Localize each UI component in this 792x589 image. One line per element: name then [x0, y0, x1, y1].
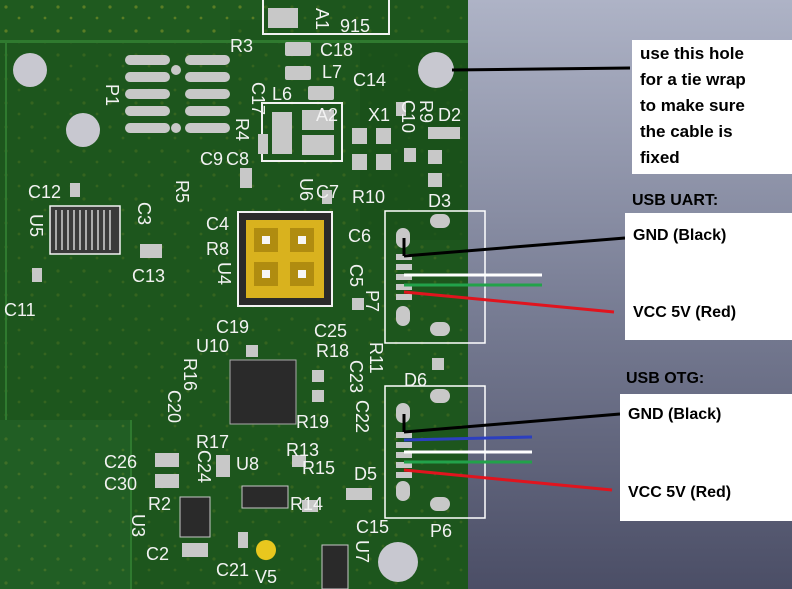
- label-u5: U5: [26, 214, 46, 237]
- label-c15: C15: [356, 517, 389, 537]
- otg-gnd-label: GND (Black): [628, 406, 722, 423]
- label-c20: C20: [164, 390, 184, 423]
- label-u6: U6: [296, 178, 316, 201]
- label-p7: P7: [362, 290, 382, 312]
- module-a2: [261, 102, 343, 162]
- pcb-traces: [0, 0, 468, 589]
- note-line-2: for a tie wrap: [640, 70, 746, 89]
- ic-u10: [229, 359, 297, 425]
- label-c4: C4: [206, 214, 229, 234]
- connector-p1-pads: [125, 55, 230, 133]
- label-u8: U8: [236, 454, 259, 474]
- label-u3: U3: [128, 514, 148, 537]
- label-a1: A1: [312, 8, 332, 30]
- ic-u7: [321, 544, 349, 589]
- otg-wires: [402, 412, 621, 492]
- label-r16: R16: [180, 358, 200, 391]
- label-c18: C18: [320, 40, 353, 60]
- label-c24: C24: [194, 450, 214, 483]
- label-l7: L7: [322, 62, 342, 82]
- note-line-4: the cable is: [640, 122, 733, 141]
- label-c13: C13: [132, 266, 165, 286]
- label-c14: C14: [353, 70, 386, 90]
- label-c17: C17: [248, 82, 268, 115]
- label-c10: C10: [398, 100, 418, 133]
- label-r19: R19: [296, 412, 329, 432]
- diodes: [346, 127, 460, 500]
- label-c8: C8: [226, 149, 249, 169]
- label-r4: R4: [232, 118, 252, 141]
- note-line-1: use this hole: [640, 44, 744, 63]
- label-c30: C30: [104, 474, 137, 494]
- label-r2: R2: [148, 494, 171, 514]
- uart-title: USB UART:: [632, 192, 719, 209]
- label-c9: C9: [200, 149, 223, 169]
- uart-gnd-label: GND (Black): [633, 227, 727, 244]
- label-u7: U7: [352, 540, 372, 563]
- label-d2: D2: [438, 105, 461, 125]
- label-c6: C6: [348, 226, 371, 246]
- label-r3: R3: [230, 36, 253, 56]
- usb-uart-connector-p7: [384, 210, 486, 344]
- uart-wires: [402, 236, 626, 314]
- label-r8: R8: [206, 239, 229, 259]
- label-u4: U4: [214, 262, 234, 285]
- tie-wrap-hole: [418, 52, 454, 88]
- tie-wrap-note: use this hole for a tie wrap to make sur…: [632, 40, 792, 174]
- tie-wrap-pointer-line: [451, 66, 631, 72]
- mounting-hole-mid: [66, 113, 100, 147]
- label-d3: D3: [428, 191, 451, 211]
- passive-components: [32, 42, 416, 557]
- label-l6: L6: [272, 84, 292, 104]
- label-c26: C26: [104, 452, 137, 472]
- label-c2: C2: [146, 544, 169, 564]
- label-r13: R13: [286, 440, 319, 460]
- led-v5: [256, 540, 276, 560]
- label-u10: U10: [196, 336, 229, 356]
- label-915: 915: [340, 16, 370, 36]
- label-r18: R18: [316, 341, 349, 361]
- note-line-5: fixed: [640, 148, 680, 167]
- label-c5: C5: [346, 264, 366, 287]
- label-c11: C11: [4, 300, 36, 320]
- mounting-hole-left: [13, 53, 47, 87]
- label-p1: P1: [102, 84, 122, 106]
- label-r11: R11: [366, 342, 386, 374]
- label-c19: C19: [216, 317, 249, 337]
- label-r9: R9: [416, 100, 436, 123]
- label-c12: C12: [28, 182, 61, 202]
- label-c3: C3: [134, 202, 154, 225]
- module-a1: [262, 0, 390, 35]
- uart-vcc-label: VCC 5V (Red): [633, 304, 737, 321]
- label-r5: R5: [172, 180, 192, 203]
- label-d5: D5: [354, 464, 377, 484]
- label-c25: C25: [314, 321, 347, 341]
- otg-vcc-label: VCC 5V (Red): [628, 484, 732, 501]
- otg-title: USB OTG:: [626, 370, 705, 387]
- label-x1: X1: [368, 105, 390, 125]
- label-c23: C23: [346, 360, 366, 393]
- note-line-3: to make sure: [640, 96, 745, 115]
- label-c7: C7: [316, 182, 339, 202]
- label-a2: A2: [316, 105, 338, 125]
- label-c22: C22: [352, 400, 372, 433]
- label-r10: R10: [352, 187, 385, 207]
- label-p6: P6: [430, 521, 452, 541]
- label-v5: V5: [255, 567, 277, 587]
- label-r15: R15: [302, 458, 335, 478]
- label-c21: C21: [216, 560, 249, 580]
- uart-callout: GND (Black) VCC 5V (Red): [625, 213, 792, 340]
- mounting-hole-bottom: [378, 542, 418, 582]
- label-r17: R17: [196, 432, 229, 452]
- ic-u8: [241, 485, 289, 509]
- ic-u3: [179, 496, 211, 538]
- label-d6: D6: [404, 370, 427, 390]
- otg-callout: GND (Black) VCC 5V (Red): [620, 394, 792, 521]
- label-r14: R14: [290, 494, 323, 514]
